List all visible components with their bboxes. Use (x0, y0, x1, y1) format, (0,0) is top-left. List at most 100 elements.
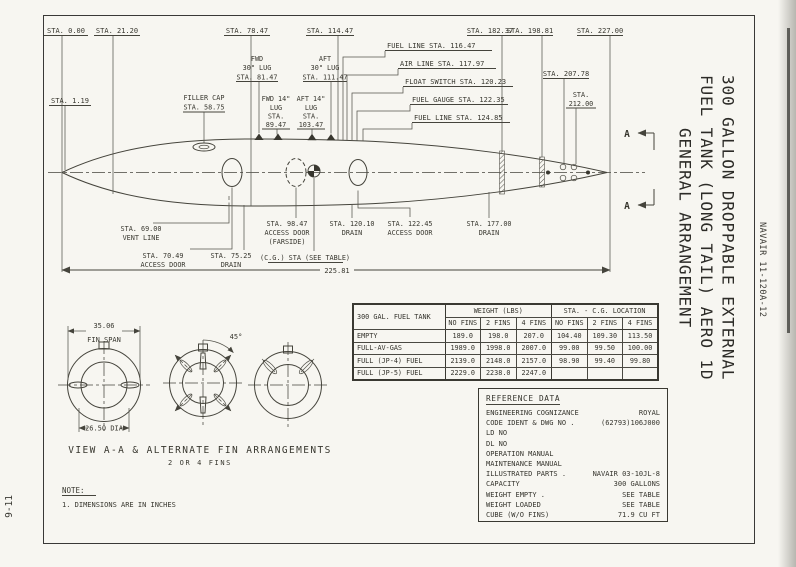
fin-dia-label: 26.50 DIA (85, 425, 124, 433)
access-door-98-sta-label: STA. 98.47 (267, 220, 308, 228)
subhead-weight-no-fins: NO FINS (444, 316, 481, 330)
cell: 99.40 (586, 354, 624, 368)
drawing-border (43, 15, 755, 544)
note-title: NOTE: (62, 486, 85, 495)
filler-cap-callout: FILLER CAP STA. 58.75 (183, 94, 225, 143)
fin-angle-label: 45° (230, 333, 243, 341)
top-lug-cap (198, 343, 208, 352)
reference-data-title: REFERENCE DATA (486, 394, 561, 405)
cell: 1998.0 (480, 341, 517, 355)
sta-21-label: STA. 21.20 (96, 27, 138, 35)
fin-view-2-fins: 35.06 FIN SPAN 26.50 DIA (58, 322, 150, 433)
cell: 99.80 (622, 354, 659, 368)
sta-198-label: STA. 198.81 (507, 27, 553, 35)
subhead-weight-2-fins: 2 FINS (480, 316, 517, 330)
sta-182-label: STA. 182.37 (467, 27, 513, 35)
reference-row: ILLUSTRATED PARTS . NAVAIR 03-10JL-8 (486, 469, 660, 479)
right-fin (120, 381, 140, 389)
cell: 2139.0 (444, 354, 481, 368)
access-door-122-sta-label: STA. 122.45 (387, 220, 432, 228)
ref-label: LD NO (486, 429, 508, 438)
reference-row: OPERATION MANUAL (486, 449, 660, 459)
cell: 99.50 (586, 341, 624, 355)
ref-label: WEIGHT EMPTY . (486, 490, 546, 499)
cell: 189.0 (444, 329, 481, 343)
reference-row: ENGINEERING COGNIZANCE ROYAL (486, 408, 660, 418)
aft-14-lug-line1: AFT 14" (297, 95, 326, 103)
sta-1-19-label: STA. 1.19 (51, 97, 89, 105)
left-fin (68, 381, 88, 389)
drain-177-label: DRAIN (479, 229, 499, 237)
fwd-14-lug-line3: STA. (268, 113, 284, 121)
section-a-a-markers: A A (624, 129, 655, 212)
cell: 2007.0 (515, 341, 553, 355)
ref-label: CAPACITY (486, 480, 520, 489)
cg-symbol (307, 164, 321, 178)
cell: 113.50 (622, 329, 659, 343)
sta-212-line1: STA. (573, 91, 589, 99)
view-caption: VIEW A-A & ALTERNATE FIN ARRANGEMENTS (68, 445, 331, 456)
bottom-callouts: STA. 69.00 VENT LINE STA. 70.49 ACCESS D… (121, 178, 512, 269)
ref-label: DL NO (486, 439, 508, 448)
cell (551, 366, 588, 381)
section-a-top-label: A (624, 129, 630, 140)
aft-14-lug-callout: AFT 14" LUG STA. 103.47 (297, 95, 326, 135)
vent-line-label: VENT LINE (123, 234, 160, 242)
aft-30-lug-line2: 30" LUG (311, 64, 340, 72)
fwd-30-lug-line2: 30" LUG (243, 64, 272, 72)
filler-cap-label: FILLER CAP (184, 94, 225, 102)
access-door-98-farside-label: (FARSIDE) (269, 238, 306, 246)
row-label: FULL (JP-5) FUEL (352, 366, 446, 381)
reference-row: LD NO (486, 428, 660, 438)
cell: 2229.0 (444, 366, 481, 381)
fwd-30-lug-callout: FWD 30" LUG STA. 81.47 (236, 55, 278, 133)
ref-value: 71.9 CU FT (617, 511, 660, 520)
aft-14-lug-line2: LUG (305, 104, 317, 112)
float-switch-label: FLOAT SWITCH STA. 120.23 (405, 78, 506, 86)
tank-profile (48, 133, 645, 207)
drain-75-label: DRAIN (221, 261, 241, 269)
aft-30-lug-line1: AFT (319, 55, 331, 63)
drain-177-sta-label: STA. 177.00 (466, 220, 511, 228)
overall-length-dimension: 225.81 (61, 266, 611, 275)
fin-span-value: 35.06 (93, 322, 114, 330)
subhead-cg-2-fins: 2 FINS (586, 316, 624, 330)
cell: 99.00 (551, 341, 588, 355)
top-lug-cap (98, 341, 110, 350)
suspension-lugs (254, 133, 336, 141)
section-a-bottom-label: A (624, 201, 630, 212)
filler-cap-symbol (192, 142, 216, 152)
filler-cap-sta-label: STA. 58.75 (184, 104, 225, 112)
sta-207-label: STA. 207.78 (543, 70, 589, 78)
ref-value: ROYAL (638, 409, 660, 417)
fwd-14-lug-callout: FWD 14" LUG STA. 89.47 (262, 95, 291, 135)
ref-value: (62793)106J000 (600, 419, 660, 428)
fuel-line-fwd-label: FUEL LINE STA. 116.47 (387, 42, 476, 50)
fin-view-4-fins: 45° (163, 333, 243, 426)
ref-label: ENGINEERING COGNIZANCE (486, 409, 579, 417)
fwd-30-lug-sta: STA. 81.47 (237, 74, 278, 82)
sta-0-label: STA. 0.00 (47, 27, 85, 35)
ref-value: 300 GALLONS (613, 480, 660, 489)
fin-view-alternate-2-fins (248, 342, 328, 428)
cell: 104.40 (551, 329, 588, 343)
drain-120-sta-label: STA. 120.10 (329, 220, 374, 228)
ref-label: CODE IDENT & DWG NO . (486, 419, 575, 428)
reference-row: MAINTENANCE MANUAL (486, 459, 660, 469)
aft-30-lug-sta: STA. 111.47 (302, 74, 347, 82)
subhead-weight-4-fins: 4 FINS (515, 316, 553, 330)
drain-120-label: DRAIN (342, 229, 362, 237)
cell: 98.90 (551, 354, 588, 368)
cg-sta-label: (C.G.) STA (SEE TABLE) (260, 254, 350, 262)
section-band-sta-182 (499, 150, 505, 195)
overall-length-label: 225.81 (324, 267, 349, 275)
sta-227-label: STA. 227.00 (577, 27, 623, 35)
scan-line-artifact (787, 28, 790, 333)
system-callouts: FUEL LINE STA. 116.47 AIR LINE STA. 117.… (342, 42, 513, 141)
drain-75-sta-label: STA. 75.25 (211, 252, 252, 260)
table-row: FULL (JP-5) FUEL 2229.0 2238.0 2247.0 (352, 366, 659, 381)
top-fin (199, 352, 207, 370)
fwd-14-lug-line1: FWD 14" (262, 95, 291, 103)
cell: 109.30 (586, 329, 624, 343)
